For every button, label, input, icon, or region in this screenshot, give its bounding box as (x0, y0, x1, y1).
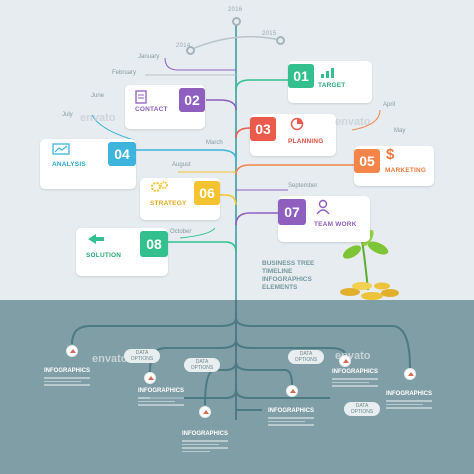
card-label: TARGET (318, 82, 346, 89)
branch-08 (168, 241, 237, 253)
card-number: 06 (194, 181, 220, 205)
bar-chart-arrow-icon (320, 66, 336, 84)
branch-03 (235, 127, 252, 139)
up-arrow-icon (408, 372, 414, 376)
month-label: August (172, 162, 191, 168)
card-number: 01 (288, 64, 314, 88)
root-node (144, 372, 156, 384)
up-arrow-icon (203, 410, 209, 414)
root-node (66, 345, 78, 357)
description-lines (386, 400, 432, 411)
pill-line: OPTIONS (190, 365, 214, 371)
up-arrow-icon (290, 389, 296, 393)
year-label: 2014 (176, 43, 191, 49)
root-node (404, 368, 416, 380)
card-label: SOLUTION (86, 252, 122, 259)
watermark: envato (335, 116, 371, 128)
month-label: June (91, 93, 105, 99)
card-number: 05 (354, 149, 380, 173)
card-label: MARKETING (385, 167, 427, 174)
branch-04 (134, 149, 237, 161)
watermark: envato (92, 353, 128, 365)
description-lines (44, 377, 90, 388)
month-label: March (206, 140, 223, 146)
month-label: July (62, 112, 73, 118)
up-arrow-icon (70, 349, 76, 353)
card-number: 08 (140, 231, 168, 257)
description-lines (332, 378, 378, 389)
title-line: BUSINESS TREE (262, 260, 315, 267)
title-line: ELEMENTS (262, 284, 298, 291)
year-label: 2015 (262, 31, 277, 37)
pill-line: DATA (135, 350, 149, 356)
pill-line: DATA (195, 359, 209, 365)
card-number: 07 (278, 199, 306, 225)
card-label: CONTACT (135, 106, 168, 113)
infographics-label: INFOGRAPHICS (182, 431, 229, 437)
monitor-chart-icon (52, 143, 70, 162)
description-lines (138, 397, 184, 408)
tree-roots (71, 300, 411, 420)
month-label: January (138, 54, 160, 60)
infographics-label: INFOGRAPHICS (44, 368, 91, 374)
branch-06 (218, 194, 237, 206)
branch-01 (235, 79, 288, 91)
month-label: April (383, 102, 396, 108)
up-arrow-icon (148, 376, 154, 380)
pie-chart-icon (290, 117, 304, 136)
root-node (339, 355, 351, 367)
infographics-label: INFOGRAPHICS (268, 408, 315, 414)
gears-icon (150, 180, 170, 199)
up-arrow-icon (343, 359, 349, 363)
branch-07 (235, 212, 278, 226)
title-line: INFOGRAPHICS (262, 276, 312, 283)
pill-line: OPTIONS (350, 409, 374, 415)
description-lines (182, 440, 228, 454)
card-label: PLANNING (288, 138, 324, 145)
branch-02 (206, 99, 237, 111)
card-label: STRATEGY (150, 200, 187, 207)
year-2016-dot (232, 17, 241, 26)
watermark: envato (80, 112, 116, 124)
timeline-top (189, 35, 281, 51)
year-2014-dot (186, 46, 195, 55)
double-arrow-icon (86, 232, 106, 251)
address-book-icon (135, 90, 147, 109)
pill-line: DATA (299, 351, 313, 357)
year-label: 2016 (228, 7, 243, 13)
root-node (199, 406, 211, 418)
card-number: 02 (179, 88, 205, 112)
month-label: September (288, 183, 318, 189)
pill-line: DATA (355, 403, 369, 409)
dollar-icon: $ (386, 146, 395, 163)
card-label: ANALYSIS (52, 161, 86, 168)
money-plant (340, 229, 399, 300)
card-label: TEAM WORK (314, 221, 357, 228)
person-icon (316, 199, 330, 220)
infographics-label: INFOGRAPHICS (138, 388, 185, 394)
pill-line: OPTIONS (294, 357, 318, 363)
month-label: February (112, 70, 137, 76)
card-number: 03 (250, 117, 276, 141)
month-label: May (394, 128, 406, 134)
infographics-label: INFOGRAPHICS (332, 369, 379, 375)
infographics-label: INFOGRAPHICS (386, 391, 433, 397)
card-number: 04 (108, 142, 136, 166)
year-2015-dot (276, 36, 285, 45)
description-lines (268, 417, 314, 428)
pill-line: OPTIONS (130, 356, 154, 362)
month-label: October (170, 229, 192, 235)
title-line: TIMELINE (262, 268, 293, 275)
branch-05 (235, 164, 355, 176)
root-node (286, 385, 298, 397)
